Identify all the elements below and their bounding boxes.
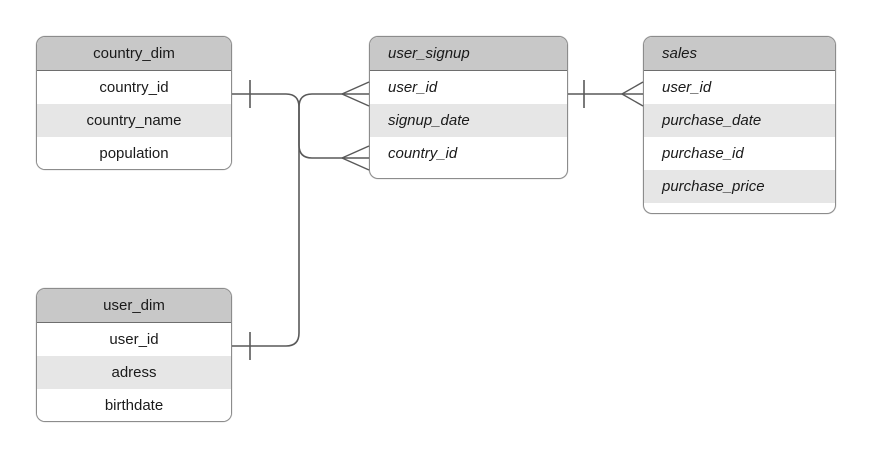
entity-title-user_dim: user_dim	[37, 289, 231, 323]
crowsfoot-user-signup-country-id	[341, 145, 370, 171]
attribute-sales-0[interactable]: user_id	[644, 71, 835, 104]
attribute-sales-1[interactable]: purchase_date	[644, 104, 835, 137]
crowsfoot-sales-user-id	[621, 81, 644, 107]
attribute-sales-3[interactable]: purchase_price	[644, 170, 835, 203]
attribute-user_signup-1[interactable]: signup_date	[370, 104, 567, 137]
attribute-country_dim-1[interactable]: country_name	[37, 104, 231, 137]
attribute-user_signup-0[interactable]: user_id	[370, 71, 567, 104]
entity-title-user_signup: user_signup	[370, 37, 567, 71]
attribute-sales-2[interactable]: purchase_id	[644, 137, 835, 170]
attribute-user_signup-2[interactable]: country_id	[370, 137, 567, 170]
attribute-user_dim-2[interactable]: birthdate	[37, 389, 231, 421]
entity-title-sales: sales	[644, 37, 835, 71]
relationship-user-signup-sales[interactable]	[568, 80, 644, 108]
relationship-user-dim-user-signup[interactable]	[232, 81, 370, 360]
relationship-country-dim-user-signup[interactable]	[232, 80, 370, 171]
attribute-user_dim-1[interactable]: adress	[37, 356, 231, 389]
entity-title-country_dim: country_dim	[37, 37, 231, 71]
attribute-user_dim-0[interactable]: user_id	[37, 323, 231, 356]
crowsfoot-user-signup-user-id	[341, 81, 370, 107]
attribute-country_dim-0[interactable]: country_id	[37, 71, 231, 104]
attribute-country_dim-2[interactable]: population	[37, 137, 231, 169]
